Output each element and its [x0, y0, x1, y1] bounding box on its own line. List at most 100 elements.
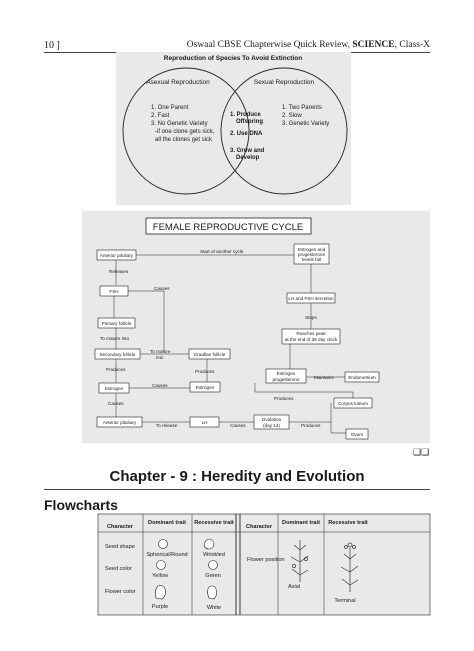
- asexual-item: all the clones get sick: [155, 137, 213, 143]
- table-cell: Yellow: [152, 573, 169, 579]
- node-label: (day 14): [263, 423, 280, 428]
- asexual-list: 1. One Parent 2. Fast 3. No Genetic Vari…: [151, 105, 216, 143]
- table-header: Character: [246, 524, 273, 530]
- overlap-item: 2. Use DNA: [230, 131, 263, 137]
- edge-label: Causes: [152, 383, 168, 388]
- venn-title: Reproduction of Species To Avoid Extinct…: [164, 55, 302, 62]
- table-cell: Wrinkled: [203, 552, 225, 558]
- node-label: at the end of 28 day clock: [285, 337, 338, 342]
- table-cell: Flower color: [105, 589, 136, 595]
- node-estrogen-mid: [189, 381, 221, 393]
- asexual-item: 2. Fast: [151, 113, 170, 119]
- node-ovum: [345, 428, 369, 440]
- section-title: Flowcharts: [44, 497, 118, 513]
- node-label: Endometrium: [348, 375, 375, 380]
- edge-label: To mature into: [100, 336, 130, 341]
- edge-label: Start of another cycle: [200, 249, 244, 254]
- node-label: progesterone: [298, 252, 326, 257]
- node-label: Anterior pituitary: [103, 420, 137, 425]
- table-cell: Green: [205, 573, 221, 579]
- node-label: Ovulation: [262, 417, 282, 422]
- sexual-title: Sexual Reproduction: [254, 79, 315, 86]
- venn-diagram: Reproduction of Species To Avoid Extinct…: [122, 55, 348, 195]
- table-cell: Flower position: [247, 557, 285, 563]
- asexual-item: -if one clone gets sick,: [155, 129, 215, 135]
- right-rows: Flower position Axial Terminal: [247, 540, 359, 604]
- asexual-circle: [122, 67, 250, 195]
- table-header: Recessive trait: [328, 520, 368, 526]
- sexual-item: 2. Slow: [282, 113, 302, 119]
- purple-flower-icon: [155, 585, 166, 600]
- node-primary-follicle: [97, 317, 136, 329]
- table-header: Character: [107, 524, 134, 530]
- node-label: Estrogen: [196, 385, 215, 390]
- edge-label: Maintains: [314, 375, 334, 380]
- cycle-title-box: [145, 217, 312, 235]
- edge-label: into: [156, 355, 164, 360]
- edge-label: Produces: [195, 369, 215, 374]
- cycle-diagram: FEMALE REPRODUCTIVE CYCLE Anterior pitui…: [94, 217, 380, 440]
- node-label: Estrogen: [277, 371, 296, 376]
- axial-plant-icon: [290, 540, 309, 582]
- book-title: Oswaal CBSE Chapterwise Quick Review,: [186, 40, 350, 50]
- table-cell: Axial: [288, 584, 300, 590]
- asexual-title: Asexual Reproduction: [146, 79, 210, 86]
- subject-label: SCIENCE: [352, 40, 395, 50]
- edge-label: Stops: [305, 315, 317, 320]
- table-header: Dominant trait: [148, 520, 186, 526]
- asexual-item: 1. One Parent: [151, 105, 189, 111]
- class-label: , Class-X: [394, 40, 430, 50]
- edge-label: Releases: [109, 269, 129, 274]
- node-label: Ovum: [351, 432, 363, 437]
- table-cell: White: [207, 605, 221, 611]
- trait-table: Character Dominant trait Recessive trait…: [97, 513, 431, 616]
- node-label: Corpus luteum: [338, 401, 368, 406]
- terminal-plant-icon: [340, 542, 359, 592]
- chapter-title: Chapter - 9 : Heredity and Evolution: [109, 468, 365, 485]
- edge-label: Causes: [230, 423, 246, 428]
- table-headers: Character Dominant trait Recessive trait…: [107, 520, 368, 530]
- node-label: Estrogen and: [298, 247, 326, 252]
- node-label: Secondary follicle: [99, 352, 135, 357]
- node-label: Reaches peak: [296, 331, 326, 336]
- node-label: LH: [202, 420, 208, 425]
- table-header: Recessive trait: [194, 520, 234, 526]
- running-header: Oswaal CBSE Chapterwise Quick Review, SC…: [187, 40, 430, 50]
- cycle-title: FEMALE REPRODUCTIVE CYCLE: [153, 222, 303, 233]
- sexual-item: 1. Two Parents: [282, 105, 322, 111]
- node-label: levels fall: [302, 257, 321, 262]
- node-label: Anterior pituitary: [100, 253, 134, 258]
- node-label: Primary follicle: [102, 321, 132, 326]
- left-rows: Seed shape Spherical/Round Wrinkled Seed…: [105, 538, 225, 611]
- overlap-list: 1. Produce Offspring 2. Use DNA 3. Grow …: [230, 112, 266, 161]
- edge-label: Produces: [274, 396, 294, 401]
- venn-panel: [116, 52, 351, 205]
- table-cell: Seed color: [105, 566, 132, 572]
- table-cell: Spherical/Round: [146, 552, 187, 558]
- sexual-circle: [220, 67, 348, 195]
- overlap-item: 1. Produce: [230, 112, 261, 118]
- trait-table-frame: [97, 513, 431, 616]
- table-cell: Purple: [152, 604, 168, 610]
- table-cell: Seed shape: [105, 544, 135, 550]
- white-flower-icon: [207, 585, 217, 600]
- asexual-item: 3. No Genetic Variety: [151, 121, 208, 127]
- node-label: progesterone: [272, 377, 300, 382]
- table-cell: Terminal: [334, 598, 355, 604]
- sexual-list: 1. Two Parents 2. Slow 3. Genetic Variet…: [282, 105, 329, 127]
- node-label: FSH: [109, 289, 118, 294]
- overlap-item: Offspring: [236, 119, 263, 125]
- node-label: Graafian follicle: [194, 352, 226, 357]
- wrinkled-seed-icon: [203, 538, 215, 550]
- node-label: LH and FSH secretion: [288, 296, 334, 301]
- green-seed-icon: [208, 560, 218, 570]
- edge-label: Causes: [154, 286, 170, 291]
- table-header: Dominant trait: [282, 520, 320, 526]
- page-number: 10 ]: [44, 40, 60, 51]
- chapter-rule: [44, 489, 430, 490]
- end-mark: ❑❑: [413, 447, 430, 457]
- node-label: Estrogen: [105, 386, 124, 391]
- overlap-item: 3. Grow and: [230, 148, 265, 154]
- overlap-item: Develop: [236, 155, 260, 161]
